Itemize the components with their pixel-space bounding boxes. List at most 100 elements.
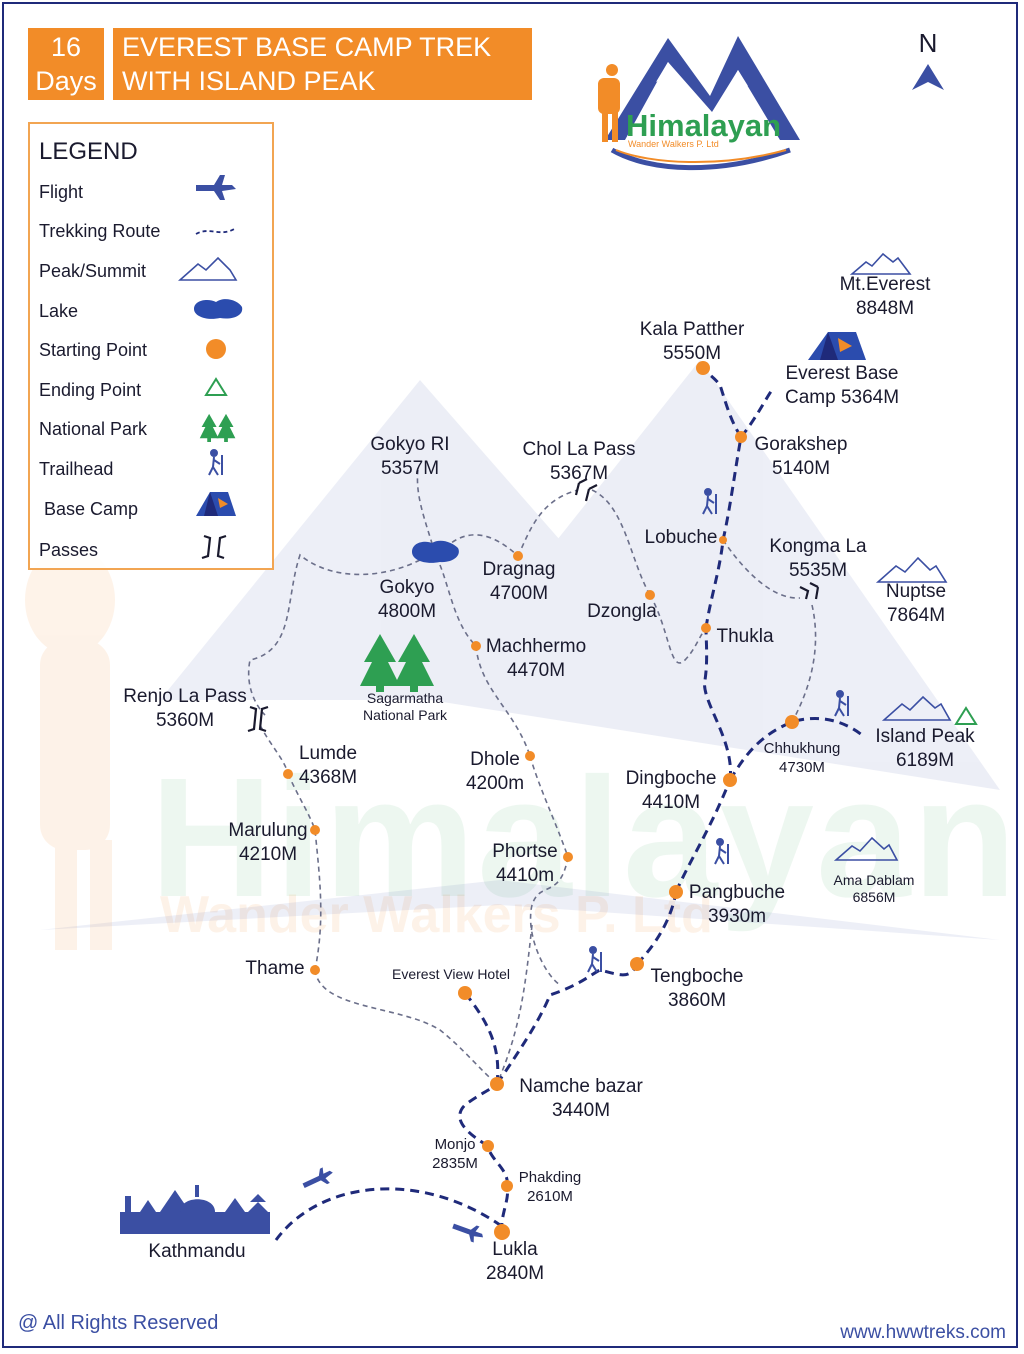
route-gorakshep-ebc (739, 389, 774, 438)
legend-panel: LEGEND Flight Trekking Route Peak/Summit… (28, 122, 274, 570)
label-kathmandu: Kathmandu (148, 1241, 246, 1262)
route-phortse-namche (496, 924, 533, 1085)
route-flight-ktm-lukla (274, 1187, 501, 1241)
mountain-icon (178, 256, 238, 281)
title-line-2: WITH ISLAND PEAK (122, 66, 376, 96)
hiker-icon (702, 488, 717, 515)
dot-namche (490, 1077, 504, 1091)
route-renjo-lumde (259, 724, 289, 775)
pass-brackets-icon (201, 534, 227, 560)
brand-logo-icon (598, 36, 800, 171)
route-dingboche-thukla (703, 627, 732, 781)
dot-thukla (701, 623, 711, 633)
dot-thame (310, 965, 320, 975)
dot-lumde (283, 769, 293, 779)
airplane-icon (452, 1223, 483, 1243)
airplane-icon (196, 175, 236, 200)
legend-item-starting-point: Starting Point (39, 340, 148, 360)
route-kongma-chhukhung (791, 604, 817, 723)
route-pangbuche-dingboche (674, 779, 732, 893)
website-link[interactable]: www.hwwtreks.com (840, 1322, 1006, 1343)
dot-lukla (494, 1224, 510, 1240)
route-gokyo-dragnag (444, 534, 519, 557)
north-arrow-icon (912, 64, 944, 90)
brand-name: Himalayan (626, 108, 782, 143)
dot-monjo (482, 1140, 494, 1152)
kathmandu-skyline-icon (120, 1185, 270, 1234)
title-line-1: EVEREST BASE CAMP TREK (122, 32, 492, 62)
legend-item-lake: Lake (39, 301, 79, 321)
trailheads (587, 488, 849, 973)
dot-pangbuche (669, 885, 683, 899)
hiker-icon (834, 690, 849, 717)
mountain-icon (849, 252, 912, 275)
pass-brackets-icon (799, 582, 820, 600)
airplane-icon (302, 1167, 333, 1188)
hiker-icon (587, 946, 602, 973)
route-phakding-monjo (486, 1145, 509, 1187)
label-thukla: Thukla (716, 626, 774, 647)
dot-everest-view (458, 986, 472, 1000)
background-mountains (40, 360, 1000, 940)
green-triangle-icon (954, 706, 978, 725)
copyright-text: @ All Rights Reserved (18, 1312, 219, 1334)
peak-icons (833, 252, 952, 861)
tent-icon (808, 332, 866, 360)
pine-trees-icon (360, 634, 434, 692)
legend-item-base-camp: Base Camp (44, 499, 139, 519)
dot-phortse (563, 852, 573, 862)
route-dzongla-thukla (649, 594, 707, 664)
legend-item-ending-point: Ending Point (39, 380, 142, 400)
days-number: 16 (50, 32, 82, 62)
trek-title: EVEREST BASE CAMP TREK WITH ISLAND PEAK (113, 28, 532, 100)
dot-marulung (310, 825, 320, 835)
route-chola-dzongla (591, 489, 651, 596)
route-thame-namche (314, 969, 498, 1085)
route-phortse-tengboche (529, 856, 569, 986)
label-thame: Thame (245, 958, 305, 979)
legend-item-national-park: National Park (39, 419, 148, 439)
mountain-icon (875, 556, 948, 583)
dot-chhukhung (785, 715, 799, 729)
pine-trees-icon (199, 413, 236, 442)
route-dragnag-chola (517, 489, 579, 557)
dot-dingboche (723, 773, 737, 787)
green-triangle-icon (204, 377, 228, 396)
pass-brackets-icon (247, 705, 269, 733)
legend-item-peak: Peak/Summit (39, 261, 147, 281)
north-label: N (918, 28, 938, 58)
pass-brackets-icon (574, 478, 598, 502)
dot-dzongla (645, 590, 655, 600)
days-word: Days (35, 66, 97, 96)
dot-machhermo (471, 641, 481, 651)
route-dingboche-chhukhung (728, 716, 863, 781)
legend-item-flight: Flight (39, 182, 84, 202)
hiker-icon (208, 449, 223, 476)
orange-dot-icon (206, 339, 226, 359)
hiker-icon (714, 838, 729, 865)
dot-lobuche (719, 536, 727, 544)
route-lobuche-kongma (722, 539, 801, 599)
